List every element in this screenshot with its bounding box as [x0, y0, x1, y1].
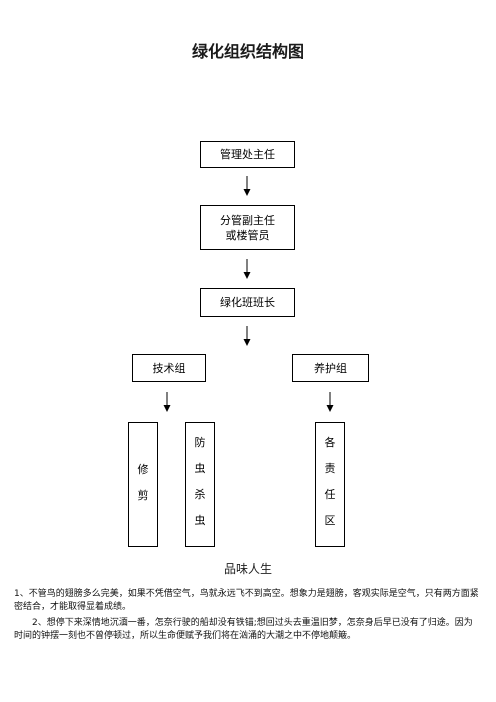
box-pest-control-char: 杀: [194, 488, 206, 501]
box-responsibility-areas-char: 任: [324, 488, 336, 501]
box-pest-control: 防 虫 杀 虫: [185, 422, 215, 547]
arrow-down-icon: [326, 392, 334, 412]
arrow-down-icon: [243, 259, 251, 279]
box-deputy-line2: 或楼管员: [225, 228, 270, 242]
box-pest-control-char: 防: [194, 436, 206, 449]
box-pruning: 修 剪: [128, 422, 158, 547]
box-pest-control-char: 虫: [194, 462, 206, 475]
section-subtitle: 品味人生: [223, 562, 272, 576]
box-pruning-char: 修: [137, 463, 149, 476]
box-maintenance-group-label: 养护组: [314, 361, 347, 375]
page-title: 绿化组织结构图: [191, 42, 304, 61]
arrow-down-icon: [163, 392, 171, 412]
box-responsibility-areas-char: 各: [324, 436, 336, 449]
paragraph-2: 2、想停下来深情地沉湎一番，怎奈行驶的船却没有铁锚;想回过头去重温旧梦，怎奈身后…: [14, 618, 473, 641]
box-manager: 管理处主任: [200, 141, 295, 168]
box-team-leader-label: 绿化班班长: [220, 296, 275, 309]
paragraph-1: 1、不管鸟的翅膀多么完美，如果不凭借空气，鸟就永远飞不到高空。想象力是翅膀，客观…: [14, 589, 479, 612]
box-deputy-line1: 分管副主任: [220, 213, 275, 227]
box-deputy: 分管副主任 或楼管员: [200, 205, 295, 250]
box-responsibility-areas: 各 责 任 区: [315, 422, 345, 547]
box-pruning-char: 剪: [137, 489, 149, 502]
box-responsibility-areas-char: 区: [324, 514, 336, 527]
box-manager-label: 管理处主任: [220, 148, 275, 161]
box-tech-group: 技术组: [132, 354, 206, 382]
box-pest-control-char: 虫: [194, 514, 206, 527]
box-tech-group-label: 技术组: [152, 361, 186, 375]
box-maintenance-group: 养护组: [292, 354, 369, 382]
box-team-leader: 绿化班班长: [200, 288, 295, 317]
arrow-down-icon: [243, 326, 251, 346]
box-responsibility-areas-char: 责: [324, 462, 336, 475]
arrow-down-icon: [243, 176, 251, 196]
